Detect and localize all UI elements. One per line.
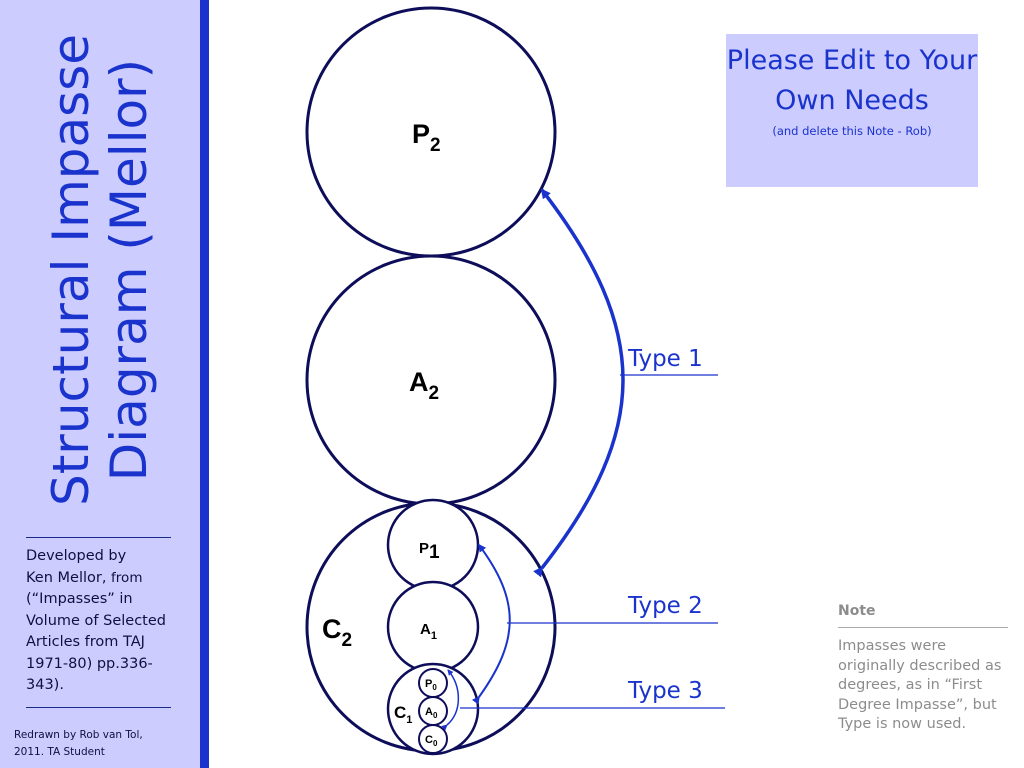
a0-label: A0 <box>425 706 438 720</box>
side-note: Note Impasses were originally described … <box>838 603 1013 735</box>
c2-label: C2 <box>322 614 352 651</box>
side-note-heading: Note <box>838 603 1008 628</box>
sidebar-stripe <box>200 0 209 768</box>
source-reference: (“Impasses” in Volume of Selected Articl… <box>26 591 166 693</box>
edit-note-sub: (and delete this Note - Rob) <box>772 124 932 138</box>
from-label: from <box>111 569 143 586</box>
c0-circle <box>418 724 448 754</box>
a1-circle <box>386 580 480 674</box>
sidebar-panel <box>0 0 200 768</box>
type1-label: Type 1 <box>627 346 703 372</box>
edit-note-main: Please Edit to Your Own Needs <box>726 45 978 116</box>
p2-circle <box>305 6 557 258</box>
type3-arrow <box>441 669 460 731</box>
developed-by-label: Developed by <box>26 548 127 564</box>
divider-top <box>26 537 171 538</box>
c1-label: C1 <box>394 703 412 726</box>
p0-label: P0 <box>425 678 437 692</box>
type1-arrow <box>533 188 625 578</box>
type3-label: Type 3 <box>627 678 703 704</box>
author-name: Ken Mellor, <box>26 569 107 586</box>
p2-label: P2 <box>412 119 441 156</box>
credit-text: Redrawn by Rob van Tol, 2011. TA Student <box>14 729 143 758</box>
developed-by-text: Developed by Ken Mellor, from (“Impasses… <box>26 546 176 697</box>
a2-circle <box>305 254 557 506</box>
divider-bottom <box>26 707 171 708</box>
type2-label: Type 2 <box>627 593 703 619</box>
p1-label: P1 <box>419 540 440 563</box>
c0-label: C0 <box>425 734 438 748</box>
type2-arrow <box>471 543 511 705</box>
a2-label: A2 <box>409 367 439 404</box>
a1-label: A1 <box>420 621 437 642</box>
edit-note-box: Please Edit to Your Own Needs (and delet… <box>726 34 978 187</box>
side-note-text: Impasses were originally described as de… <box>838 638 1002 732</box>
